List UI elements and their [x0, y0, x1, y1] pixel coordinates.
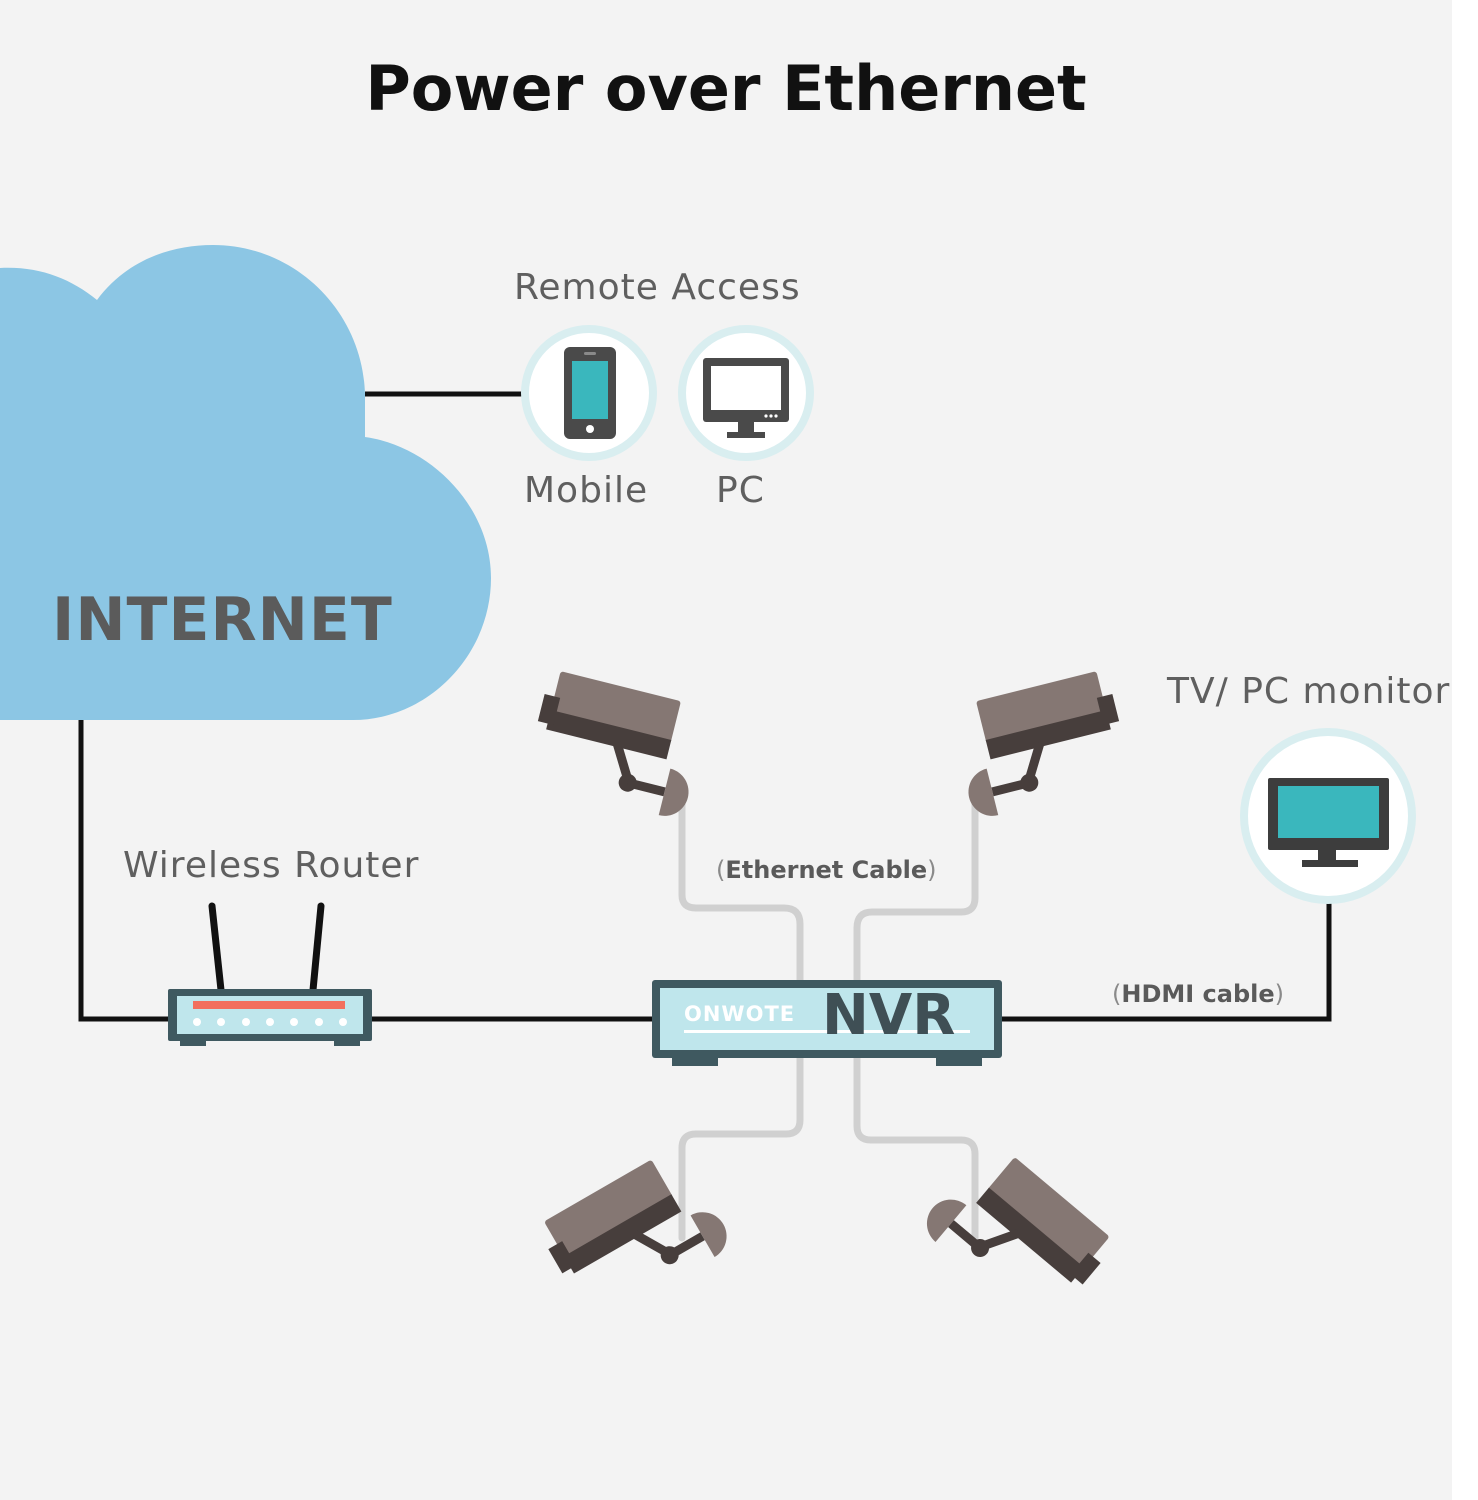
ethernet-paren-close: ): [927, 856, 937, 884]
nvr-box: [652, 980, 1002, 1066]
hdmi-line: [1002, 902, 1332, 1022]
tv-monitor-label: TV/ PC monitor: [1167, 671, 1451, 712]
nvr-brand-label: ONWOTE: [684, 1002, 796, 1026]
tv-monitor-icon: [1268, 778, 1389, 867]
nvr-label: NVR: [822, 983, 956, 1048]
cloud-to-router-line: [78, 720, 168, 1022]
connection-lines: [78, 391, 1332, 1022]
pc-label: PC: [716, 470, 765, 511]
ethernet-cable-label: (Ethernet Cable): [716, 858, 937, 882]
mobile-label: Mobile: [524, 470, 649, 511]
hdmi-paren-open: (: [1112, 980, 1122, 1008]
tv-monitor: [1240, 728, 1416, 904]
ethernet-cable-text: Ethernet Cable: [725, 856, 928, 884]
remote-access-heading: Remote Access: [514, 267, 801, 308]
internet-cloud: [0, 245, 491, 720]
hdmi-paren-close: ): [1274, 980, 1285, 1008]
internet-label: INTERNET: [52, 585, 393, 655]
router-antenna-left: [208, 902, 225, 994]
mobile-device: [521, 325, 657, 461]
router-antenna-right: [309, 902, 325, 994]
pc-device: [678, 325, 814, 461]
ethernet-paren-open: (: [716, 856, 726, 884]
router-label: Wireless Router: [123, 845, 420, 886]
pc-monitor-icon: [703, 358, 789, 438]
page-title: Power over Ethernet: [365, 52, 1087, 125]
hdmi-cable-label: (HDMI cable): [1112, 982, 1284, 1006]
wireless-router: [168, 902, 372, 1046]
ethernet-cables: [678, 796, 979, 1242]
mobile-phone-icon: [564, 347, 616, 439]
hdmi-cable-text: HDMI cable: [1121, 980, 1275, 1008]
